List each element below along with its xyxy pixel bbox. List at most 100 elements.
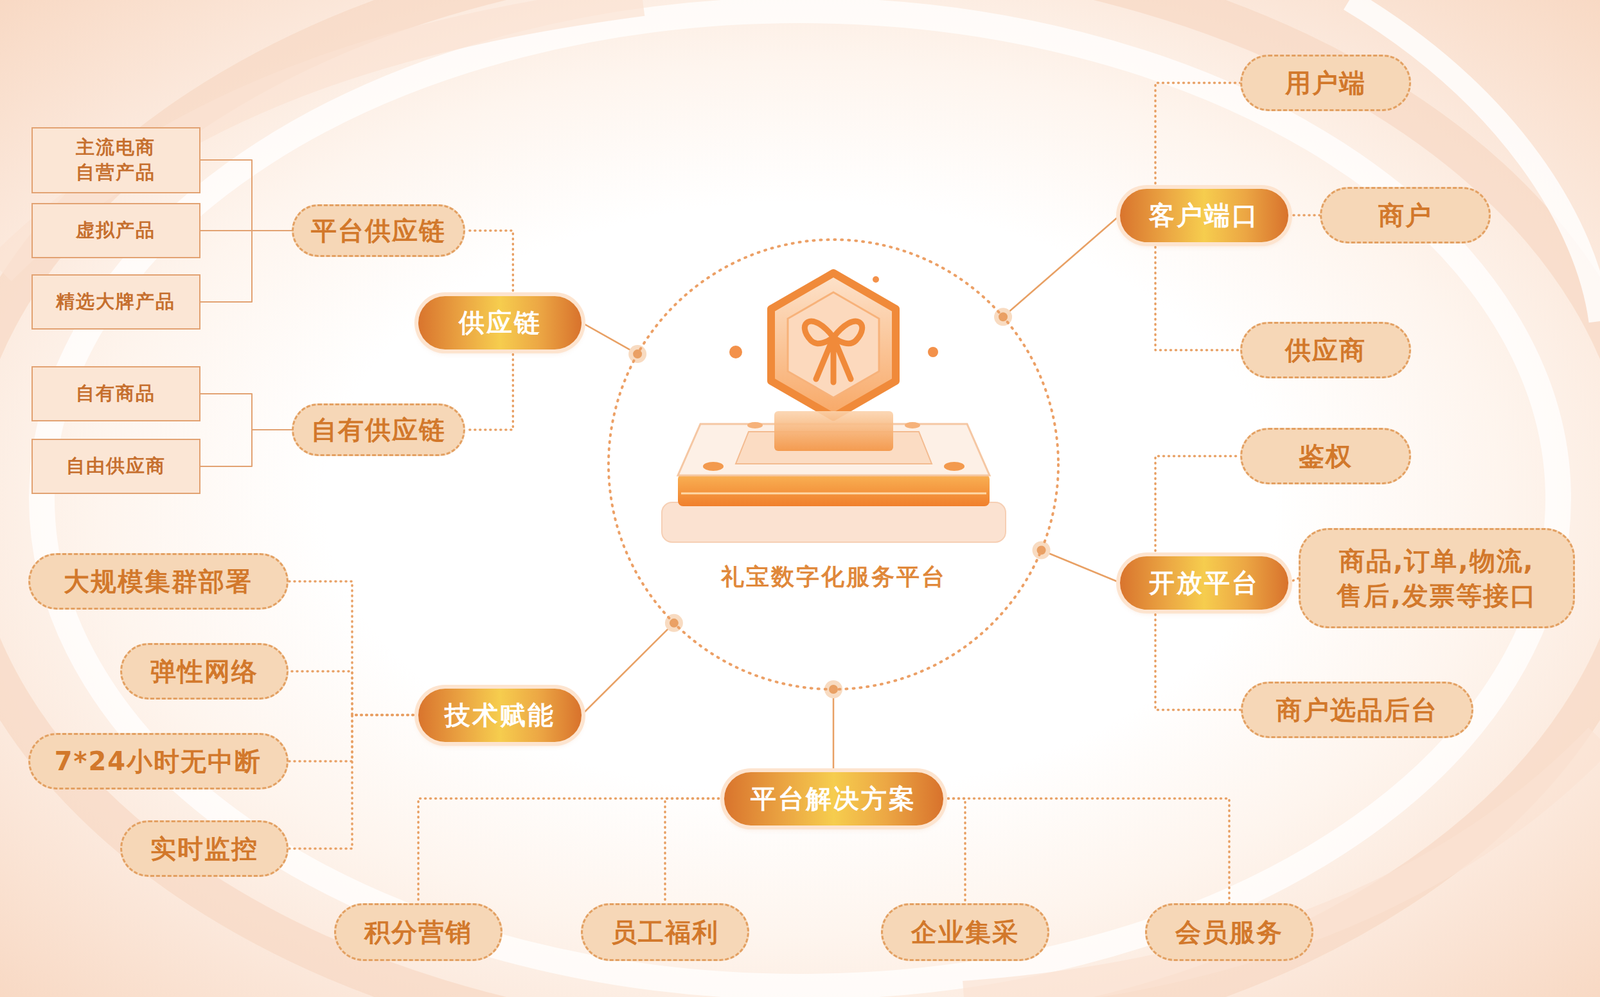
spoke-line	[581, 623, 675, 716]
node-label: 员工福利	[611, 915, 720, 950]
item-pill: 7*24小时无中断	[28, 733, 289, 790]
junction-halo	[1032, 541, 1051, 560]
platform-knob	[747, 422, 763, 429]
item-pill: 大规模集群部署	[28, 553, 289, 610]
item-pill: 员工福利	[580, 903, 750, 962]
branch-line	[288, 581, 419, 716]
item-pill: 弹性网络	[120, 643, 289, 700]
hub-pill: 供应链	[418, 296, 582, 350]
gift-hexagon	[771, 273, 896, 418]
branch-line	[418, 798, 725, 904]
node-label: 技术赋能	[444, 697, 556, 734]
branch-line	[1288, 213, 1320, 217]
swirl	[0, 0, 643, 270]
hub-pill: 开放平台	[1120, 556, 1289, 610]
spoke-line	[1041, 550, 1120, 583]
dashed-circle	[605, 237, 1061, 693]
branch-line	[465, 349, 513, 431]
node-label: 商品,订单,物流, 售后,发票等接口	[1317, 543, 1556, 614]
node-label: 自有供应链	[311, 412, 446, 448]
node-label: 商户选品后台	[1276, 692, 1439, 728]
item-pill: 用户端	[1240, 54, 1412, 112]
item-pill: 自有供应链	[291, 403, 466, 457]
node-label: 平台解决方案	[750, 781, 917, 817]
platform-band	[677, 474, 990, 507]
platform-knob	[702, 462, 724, 472]
node-label: 弹性网络	[150, 654, 259, 689]
platform-knob	[904, 422, 921, 429]
node-label: 会员服务	[1175, 915, 1284, 950]
item-box: 精选大牌产品	[31, 274, 201, 330]
branch-line	[288, 671, 419, 716]
branch-line	[465, 230, 513, 297]
item-pill: 会员服务	[1145, 903, 1314, 962]
item-pill: 平台供应链	[291, 204, 466, 258]
node-label: 主流电商 自营产品	[67, 134, 164, 186]
glass-slot	[774, 411, 894, 452]
item-pill: 企业集采	[880, 903, 1050, 962]
branch-line	[1155, 82, 1241, 189]
branch-line	[943, 798, 1230, 904]
platform-stripe	[681, 492, 987, 495]
deco-dot	[927, 346, 939, 358]
item-pill: 供应商	[1240, 321, 1412, 379]
node-label: 开放平台	[1148, 565, 1260, 601]
platform-knob	[943, 462, 965, 472]
branch-line	[1288, 578, 1299, 583]
item-pill: 实时监控	[120, 820, 289, 878]
item-pill: 商品,订单,物流, 售后,发票等接口	[1298, 528, 1575, 629]
item-box: 自由供应商	[31, 438, 201, 495]
branch-line	[200, 160, 293, 231]
node-label: 虚拟产品	[75, 217, 156, 243]
item-box: 虚拟产品	[31, 203, 201, 259]
item-box: 自有商品	[31, 366, 201, 422]
branch-line	[200, 230, 293, 303]
gift-hexagon-inner	[787, 292, 880, 398]
spoke-line	[1003, 215, 1120, 317]
branch-line	[200, 429, 293, 467]
gift-ribbon	[816, 337, 851, 383]
platform-base	[661, 502, 1006, 543]
node-label: 大规模集群部署	[63, 564, 253, 599]
branch-line	[1155, 609, 1241, 711]
circle-outline	[608, 239, 1059, 690]
node-label: 供应商	[1285, 332, 1367, 368]
branch-line	[665, 798, 725, 904]
hub-pill: 客户端口	[1120, 188, 1289, 243]
spoke-line	[832, 689, 835, 773]
item-box: 主流电商 自营产品	[31, 127, 201, 194]
node-label: 供应链	[458, 305, 542, 341]
node-label: 精选大牌产品	[55, 289, 176, 315]
node-label: 7*24小时无中断	[54, 744, 262, 779]
branch-line	[943, 798, 966, 904]
branch-line	[288, 715, 419, 849]
node-label: 自有商品	[75, 381, 156, 407]
node-label: 自由供应商	[66, 453, 166, 479]
node-label: 企业集采	[911, 915, 1020, 950]
item-pill: 商户选品后台	[1240, 681, 1474, 739]
branch-line	[1155, 242, 1241, 351]
junction-dot	[1032, 541, 1051, 560]
hub-pill: 平台解决方案	[724, 772, 944, 826]
swirl	[963, 738, 1600, 997]
node-label: 鉴权	[1298, 438, 1353, 474]
item-pill: 商户	[1319, 186, 1491, 244]
deco-dot	[729, 345, 743, 359]
item-pill: 积分营销	[334, 903, 503, 962]
hub-pill: 技术赋能	[418, 688, 582, 743]
branch-line	[200, 393, 293, 430]
node-label: 商户	[1378, 197, 1433, 233]
item-pill: 鉴权	[1240, 427, 1412, 485]
platform-circle: 礼宝数字化服务平台	[605, 237, 1061, 693]
branch-line	[288, 715, 419, 762]
spoke-line	[581, 322, 638, 355]
deco-dot	[872, 276, 880, 283]
node-label: 礼宝数字化服务平台	[605, 561, 1061, 594]
swirl	[41, 10, 1559, 987]
branch-line	[1155, 456, 1241, 557]
swirl	[1349, 0, 1600, 322]
node-label: 平台供应链	[311, 213, 446, 249]
node-label: 用户端	[1285, 65, 1367, 101]
